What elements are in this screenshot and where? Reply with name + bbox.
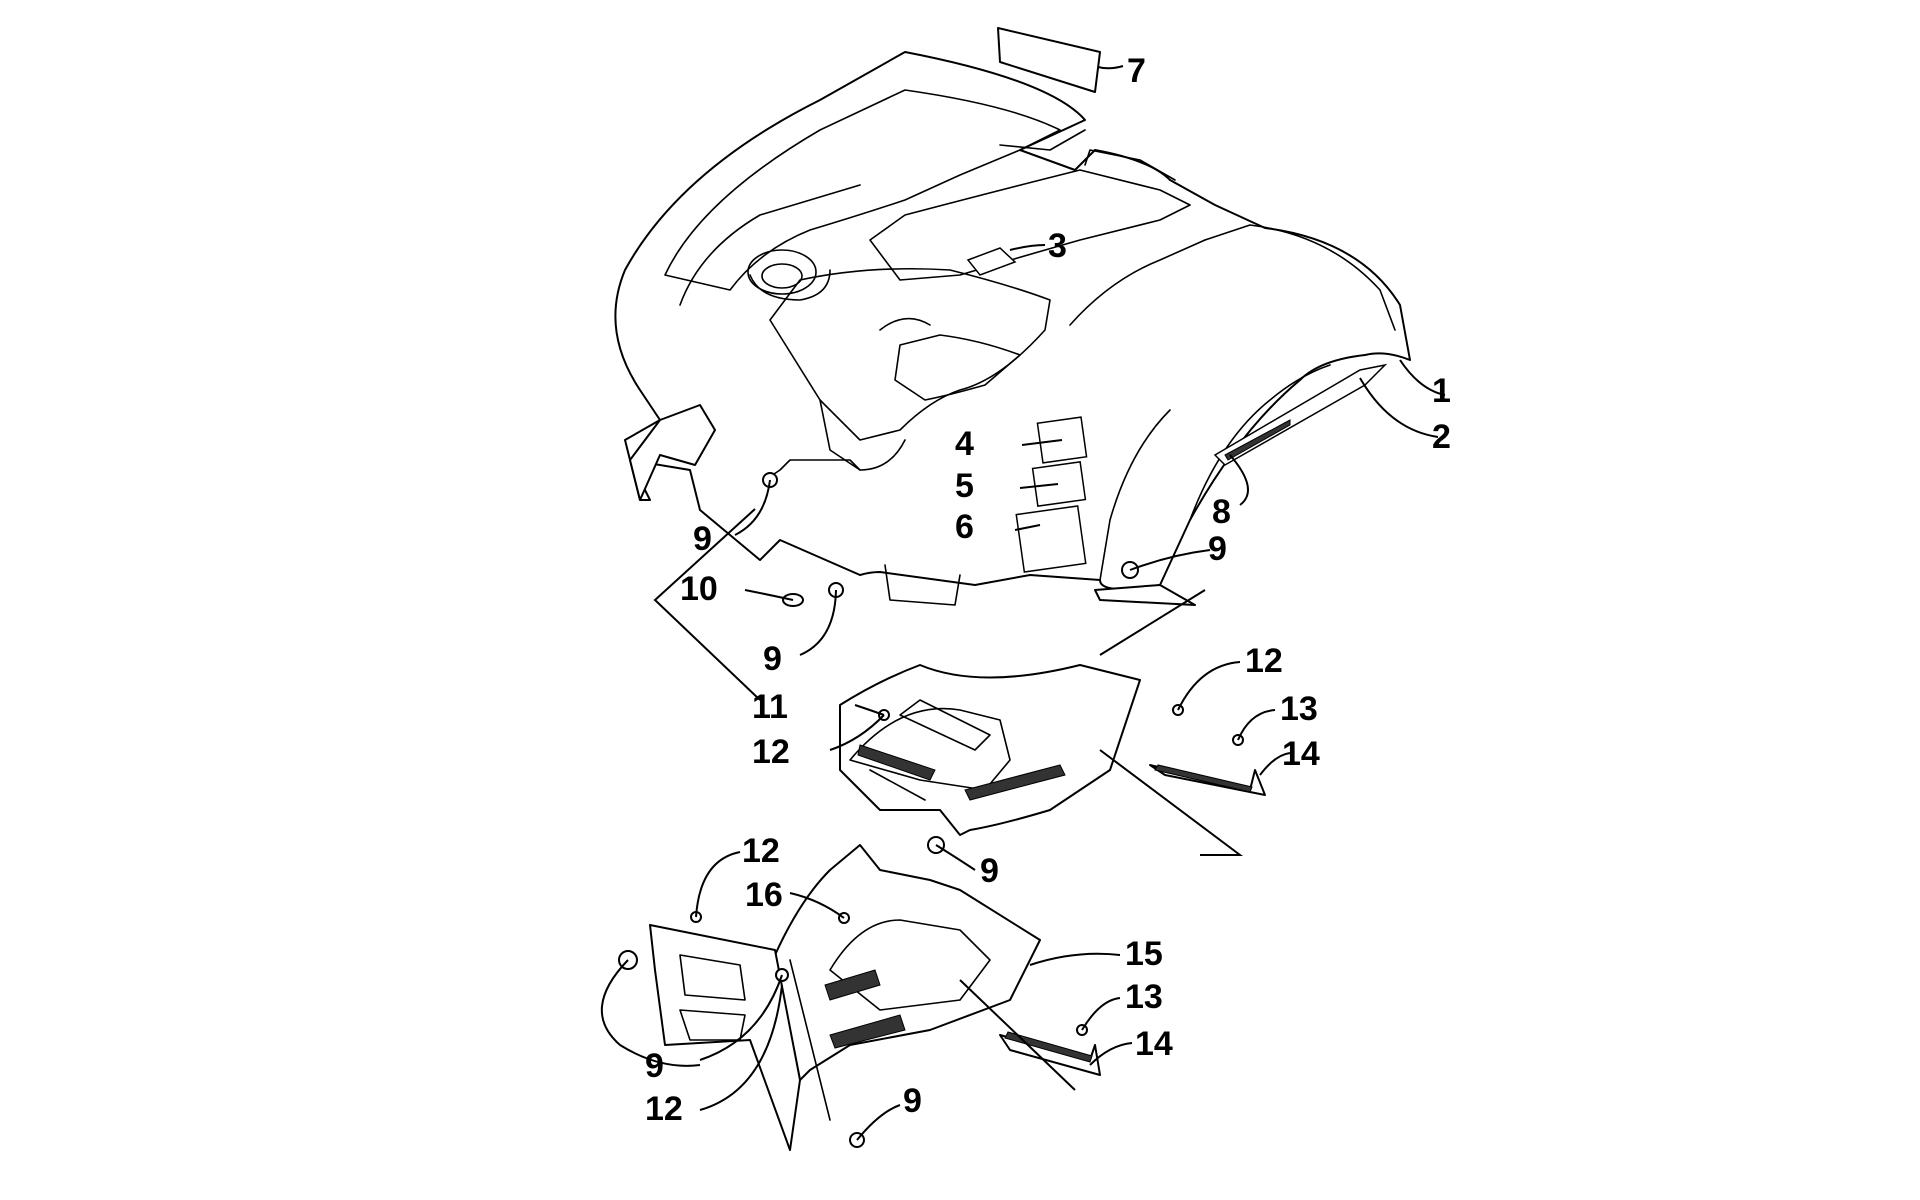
callout-9-c: 9 [763,640,782,678]
rear-fender-body [614,27,1411,606]
callout-8: 8 [1212,493,1231,531]
callout-3: 3 [1048,227,1067,265]
callout-9-e: 9 [645,1047,664,1085]
callout-9-b: 9 [1208,530,1227,568]
callout-7: 7 [1127,52,1146,90]
callout-10: 10 [680,570,718,608]
callout-12-c: 12 [742,832,780,870]
callout-2: 2 [1432,418,1451,456]
footrest-treads [999,764,1266,1076]
callout-labels: 7 3 1 2 4 5 6 8 9 9 10 9 12 11 13 12 14 … [645,52,1451,1128]
callout-5: 5 [955,467,974,505]
callout-4: 4 [955,425,974,463]
callout-11: 11 [752,688,788,726]
callout-15: 15 [1125,935,1163,973]
callout-12-d: 12 [645,1090,683,1128]
callout-12-b: 12 [752,733,790,771]
callout-9-a: 9 [693,520,712,558]
left-footwell [649,844,1041,1151]
callout-13-a: 13 [1280,690,1318,728]
callout-12-a: 12 [1245,642,1283,680]
callout-9-d: 9 [980,852,999,890]
callout-13-b: 13 [1125,978,1163,1016]
callout-14-b: 14 [1135,1025,1173,1063]
callout-1: 1 [1432,372,1451,410]
callout-9-f: 9 [903,1082,922,1120]
callout-14-a: 14 [1282,735,1320,773]
right-footwell [839,664,1141,836]
leader-lines [600,65,1446,1141]
callout-6: 6 [955,508,974,546]
callout-16: 16 [745,876,783,914]
